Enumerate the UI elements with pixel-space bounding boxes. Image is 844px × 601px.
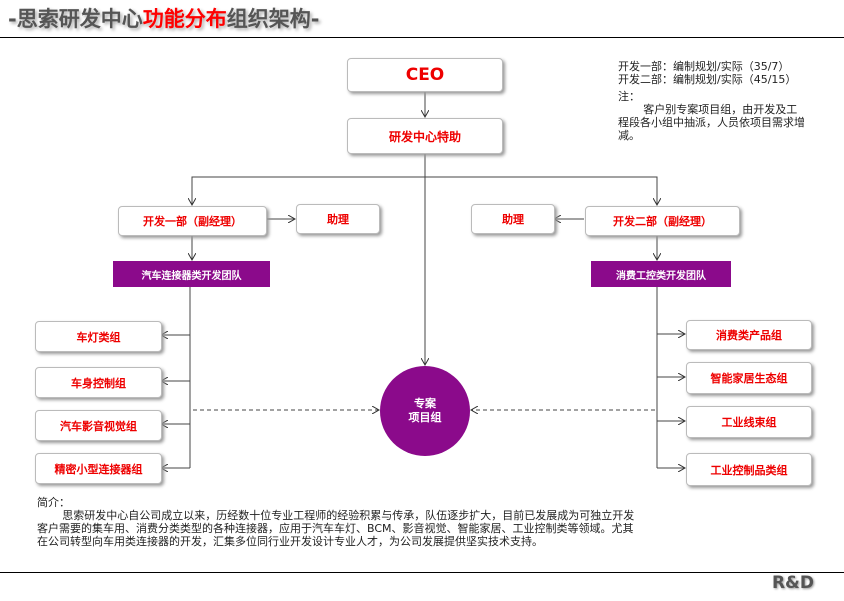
bottom-divider	[0, 572, 844, 573]
title-suffix: 组织架构-	[226, 7, 320, 31]
ceo-node: CEO	[347, 58, 503, 92]
right-group-node: 智能家居生态组	[686, 362, 812, 394]
left-group-node: 车身控制组	[35, 367, 162, 398]
assistant-right-node: 助理	[471, 204, 555, 234]
page-title: -思索研发中心功能分布组织架构-	[8, 3, 319, 33]
left-group-node: 车灯类组	[35, 321, 162, 352]
right-group-node: 消费类产品组	[686, 320, 812, 350]
project-line1: 专案	[414, 397, 436, 410]
dept2-staffing: 开发二部：编制规划/实际（45/15）	[618, 73, 797, 86]
title-prefix: -思索研发中心	[8, 7, 143, 31]
assistant-left-node: 助理	[296, 204, 380, 234]
intro-label: 简介：	[37, 496, 70, 509]
left-group-node: 汽车影音视觉组	[35, 410, 162, 441]
intro-text: 思索研发中心自公司成立以来，历经数十位专业工程师的经验积累与传承，队伍逐步扩大，…	[37, 509, 635, 548]
team-right-node: 消费工控类开发团队	[591, 261, 731, 287]
special-assistant-node: 研发中心特助	[347, 118, 503, 154]
left-group-node: 精密小型连接器组	[35, 453, 162, 484]
staffing-notes: 开发一部：编制规划/实际（35/7） 开发二部：编制规划/实际（45/15） 注…	[618, 60, 808, 142]
note-label: 注：	[618, 90, 640, 103]
dept1-node: 开发一部（副经理）	[118, 206, 267, 236]
dept1-staffing: 开发一部：编制规划/实际（35/7）	[618, 60, 790, 73]
right-group-node: 工业控制品类组	[686, 453, 812, 486]
rd-logo: R&D	[771, 573, 814, 593]
title-highlight: 功能分布	[142, 7, 227, 31]
team-left-node: 汽车连接器类开发团队	[113, 261, 270, 287]
project-group-node: 专案项目组	[380, 366, 470, 456]
top-divider	[0, 37, 844, 38]
intro: 简介： 思索研发中心自公司成立以来，历经数十位专业工程师的经验积累与传承，队伍逐…	[37, 496, 637, 548]
project-line2: 项目组	[408, 411, 442, 424]
right-group-node: 工业线束组	[686, 406, 812, 438]
note-text: 客户别专案项目组，由开发及工程段各小组中抽派，人员依项目需求增减。	[618, 103, 805, 142]
dept2-node: 开发二部（副经理）	[585, 206, 740, 236]
